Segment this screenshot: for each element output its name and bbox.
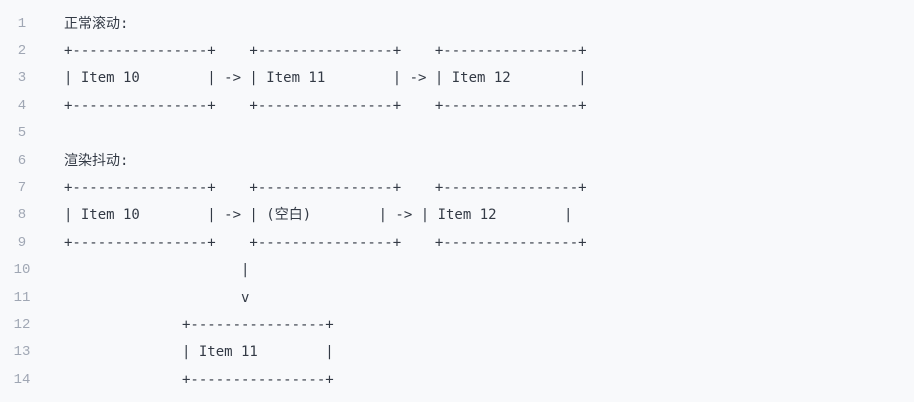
line-content: +----------------+	[64, 371, 334, 388]
line-number: 3	[17, 70, 27, 87]
line-content: +----------------+ +----------------+ +-…	[64, 97, 587, 114]
code-line: 7 +----------------+ +----------------+ …	[0, 174, 914, 201]
line-number: 4	[17, 97, 27, 114]
line-number: 12	[13, 316, 31, 333]
code-line: 6 渲染抖动:	[0, 147, 914, 174]
line-content: v	[64, 289, 250, 306]
line-number: 11	[13, 289, 31, 306]
line-content: 渲染抖动:	[64, 152, 129, 169]
line-content: |	[64, 262, 250, 279]
code-line: 13 | Item 11 |	[0, 339, 914, 366]
line-content: | Item 11 |	[64, 344, 334, 361]
line-number: 8	[17, 207, 27, 224]
code-lines: 1 正常滚动: 2 +----------------+ +----------…	[0, 10, 914, 393]
line-content: | Item 10 | -> | (空白) | -> | Item 12 |	[64, 207, 573, 224]
code-line: 9 +----------------+ +----------------+ …	[0, 229, 914, 256]
line-number: 5	[17, 125, 27, 142]
code-line: 3 | Item 10 | -> | Item 11 | -> | Item 1…	[0, 65, 914, 92]
line-number: 10	[13, 262, 31, 279]
code-line: 10 |	[0, 257, 914, 284]
line-number: 6	[17, 152, 27, 169]
line-number: 7	[17, 180, 27, 197]
line-content: +----------------+ +----------------+ +-…	[64, 43, 587, 60]
line-content: 正常滚动:	[64, 15, 129, 32]
code-line: 11 v	[0, 284, 914, 311]
code-line: 8 | Item 10 | -> | (空白) | -> | Item 12 |	[0, 202, 914, 229]
line-content: +----------------+ +----------------+ +-…	[64, 180, 587, 197]
code-line: 1 正常滚动:	[0, 10, 914, 37]
code-line: 2 +----------------+ +----------------+ …	[0, 37, 914, 64]
line-content: +----------------+ +----------------+ +-…	[64, 234, 587, 251]
line-number: 9	[17, 234, 27, 251]
line-number: 14	[13, 371, 31, 388]
line-number: 1	[17, 15, 27, 32]
code-line: 12 +----------------+	[0, 311, 914, 338]
line-number: 2	[17, 43, 27, 60]
line-number: 13	[13, 344, 31, 361]
code-line: 14 +----------------+	[0, 366, 914, 393]
line-content: +----------------+	[64, 316, 334, 333]
code-line: 5	[0, 120, 914, 147]
line-content: | Item 10 | -> | Item 11 | -> | Item 12 …	[64, 70, 587, 87]
code-line: 4 +----------------+ +----------------+ …	[0, 92, 914, 119]
